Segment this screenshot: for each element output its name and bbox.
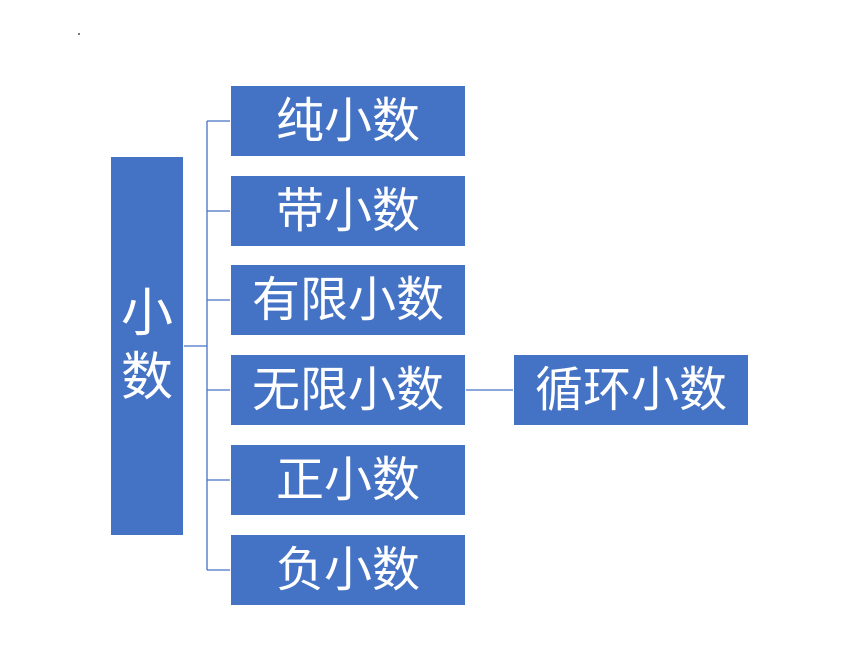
node-mixed-decimal: 带小数 [230,175,466,247]
root-label-line2: 数 [120,348,173,408]
node-label: 带小数 [275,183,420,239]
node-label: 负小数 [275,542,420,598]
node-recurring-decimal: 循环小数 [513,354,749,426]
node-label: 循环小数 [534,362,727,418]
node-infinite-decimal: 无限小数 [230,354,466,426]
stray-dot [78,33,80,35]
node-label: 纯小数 [275,93,420,149]
node-label: 正小数 [275,452,420,508]
node-finite-decimal: 有限小数 [230,264,466,336]
root-label-line1: 小 [120,284,173,344]
node-label: 有限小数 [251,272,444,328]
root-node-decimal: 小 数 [110,156,184,536]
node-negative-decimal: 负小数 [230,534,466,606]
node-pure-decimal: 纯小数 [230,85,466,157]
node-label: 无限小数 [251,362,444,418]
node-positive-decimal: 正小数 [230,444,466,516]
